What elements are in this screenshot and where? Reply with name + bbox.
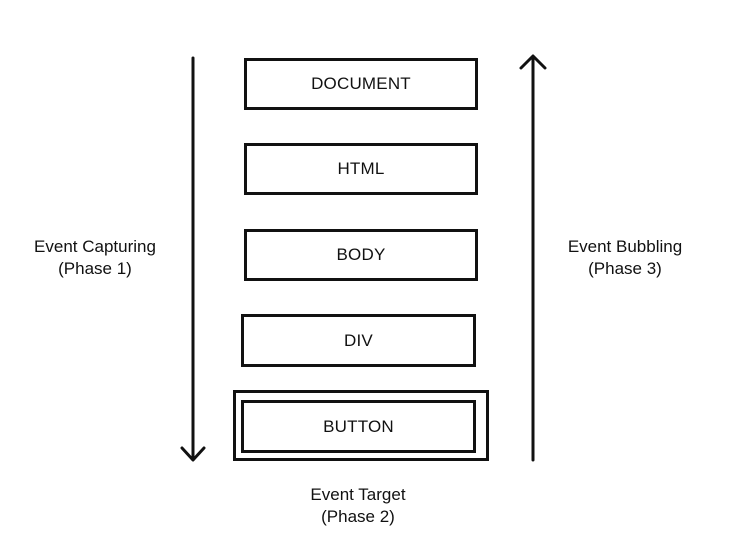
document-layer: DOCUMENT [244, 58, 478, 110]
capturing-arrow [180, 56, 206, 462]
bubbling-arrow [519, 54, 547, 462]
capturing-label: Event Capturing (Phase 1) [18, 236, 172, 280]
button-layer: BUTTON [241, 400, 476, 453]
button-label: BUTTON [323, 416, 394, 436]
div-label: DIV [344, 330, 373, 350]
target-phase: (Phase 2) [321, 507, 395, 526]
div-layer: DIV [241, 314, 476, 367]
capturing-title: Event Capturing [34, 237, 156, 256]
document-label: DOCUMENT [311, 74, 411, 93]
target-label: Event Target (Phase 2) [268, 484, 448, 528]
bubbling-label: Event Bubbling (Phase 3) [548, 236, 702, 280]
bubbling-phase: (Phase 3) [588, 259, 662, 278]
bubbling-title: Event Bubbling [567, 237, 683, 256]
body-label: BODY [336, 245, 386, 264]
capturing-phase: (Phase 1) [58, 259, 132, 278]
html-label: HTML [337, 159, 385, 178]
event-target-frame [233, 390, 489, 461]
html-layer: HTML [244, 143, 478, 195]
target-title: Event Target [310, 485, 406, 504]
body-layer: BODY [244, 229, 478, 281]
